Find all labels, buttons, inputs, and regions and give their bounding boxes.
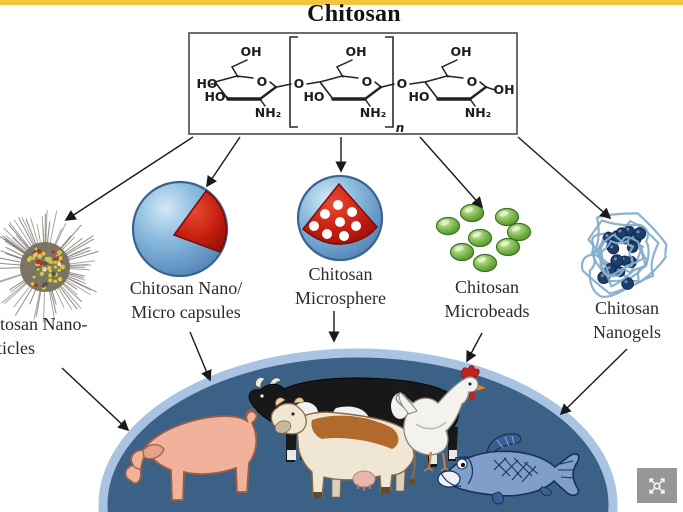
fish-illustration (437, 433, 580, 505)
label-line: Microbeads (444, 301, 530, 321)
left-bracket (289, 36, 298, 128)
fullscreen-button[interactable] (637, 468, 677, 503)
ring-oxygen-label: O (257, 74, 268, 89)
label-chitosan-nanogels: Chitosan Nanogels (545, 296, 683, 344)
hydroxyl-label: HO (303, 89, 324, 104)
label-line: Chitosan Nano- (0, 314, 88, 334)
nanoparticle-illustration (0, 210, 99, 323)
amine-label: NH₂ (465, 105, 491, 120)
hydroxyl-label: HO (204, 89, 225, 104)
hydroxyl-label: OH (493, 82, 514, 97)
label-line: Chitosan (454, 277, 519, 297)
label-line: Nanogels (593, 322, 661, 342)
arrow (517, 136, 612, 220)
hydroxyl-label: OH (345, 44, 366, 59)
arrow (206, 136, 241, 188)
label-chitosan-microbeads: Chitosan Microbeads (405, 275, 569, 323)
cow-illustration (270, 397, 416, 498)
ring-oxygen-label: O (362, 74, 373, 89)
arrow (189, 331, 212, 382)
label-chitosan-nanoparticles: Chitosan Nano- particles (0, 312, 144, 360)
label-line: Chitosan (308, 264, 373, 284)
label-chitosan-nano-micro-capsules: Chitosan Nano/ Micro capsules (95, 276, 277, 324)
nanogel-illustration (580, 212, 668, 298)
label-line: particles (0, 338, 35, 358)
hydroxyl-label: HO (196, 76, 217, 91)
top-accent-bar (0, 0, 683, 5)
microbeads-illustration (435, 203, 532, 273)
page-title: Chitosan (307, 1, 401, 27)
arrow (61, 367, 130, 432)
hydroxyl-label: OH (450, 44, 471, 59)
hydroxyl-label: OH (240, 44, 261, 59)
arrow (64, 136, 194, 221)
amine-label: NH₂ (360, 105, 386, 120)
hydroxyl-label: HO (408, 89, 429, 104)
ring-oxygen-label: O (467, 74, 478, 89)
nano-micro-capsule-illustration (131, 180, 229, 278)
structure-box (188, 32, 518, 135)
label-line: Chitosan (594, 298, 659, 318)
microsphere-illustration (296, 174, 384, 262)
arrow (559, 348, 628, 416)
label-line: Chitosan Nano/ (129, 278, 243, 298)
repeat-n-label: n (396, 121, 405, 135)
label-line: Microsphere (295, 288, 386, 308)
bond-lines (210, 59, 496, 107)
expand-icon (649, 477, 665, 494)
pig-illustration (124, 408, 258, 501)
label-chitosan-microsphere: Chitosan Microsphere (258, 262, 423, 310)
chicken-illustration (395, 365, 487, 472)
arrow (466, 332, 483, 363)
label-line: Micro capsules (131, 302, 241, 322)
flow-arrows (61, 136, 628, 432)
chitosan-chemical-structure: OH OH OH HO HO HO HO OH O O O O O NH₂ NH… (188, 32, 518, 135)
glycosidic-oxygen-label: O (397, 76, 408, 91)
amine-label: NH₂ (255, 105, 281, 120)
glycosidic-oxygen-label: O (294, 76, 305, 91)
right-bracket (385, 36, 394, 128)
arrow (419, 136, 484, 209)
